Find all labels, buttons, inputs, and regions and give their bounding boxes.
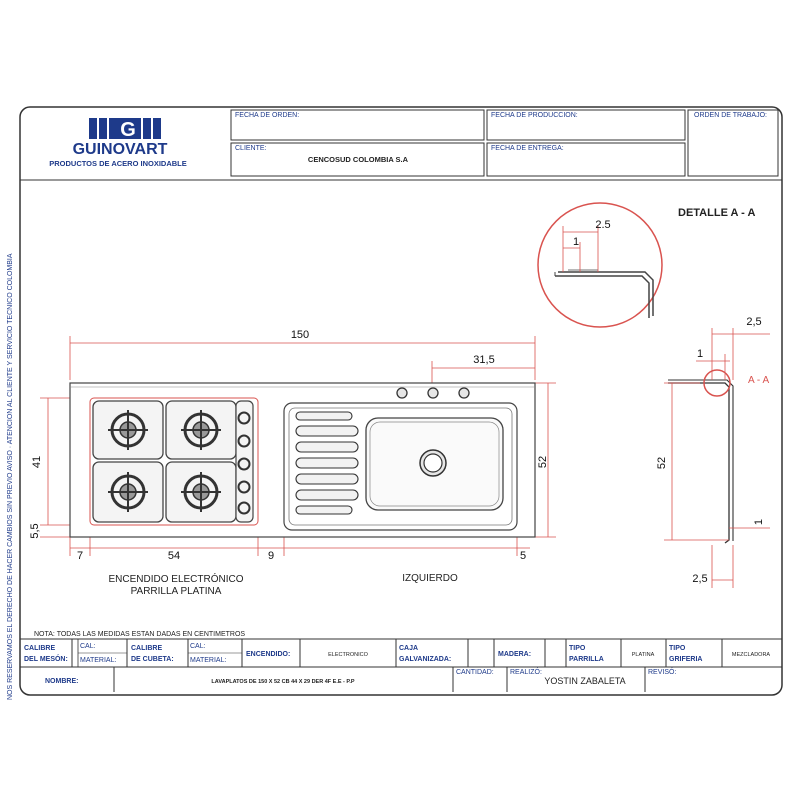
madera-label: MADERA:	[498, 651, 531, 658]
company-logo: G GUINOVART PRODUCTOS DE ACERO INOXIDABL…	[49, 118, 187, 168]
nombre-label: NOMBRE:	[45, 678, 78, 685]
caja-label-2: GALVANIZADA:	[399, 656, 451, 663]
tipo-parrilla-value: PLATINA	[632, 652, 655, 658]
tipo-parrilla-label-1: TIPO	[569, 645, 586, 652]
section-marker-label: A - A	[748, 375, 769, 386]
dim-right: 5	[520, 550, 526, 562]
fecha-orden-label: FECHA DE ORDEN:	[235, 112, 299, 119]
logo-text: GUINOVART	[73, 141, 168, 158]
fecha-orden-box	[230, 109, 485, 141]
label-izquierdo: IZQUIERDO	[402, 573, 458, 584]
side-note: NOS RESERVAMOS EL DERECHO DE HACER CAMBI…	[7, 253, 14, 700]
section-marker-circle	[703, 369, 731, 397]
fecha-produccion-label: FECHA DE PRODUCCION:	[491, 112, 578, 119]
cubeta-cal-label: CAL:	[190, 643, 206, 650]
footer-table	[20, 638, 782, 692]
control-knobs	[235, 400, 254, 523]
detail-title: DETALLE A - A	[678, 207, 755, 219]
cantidad-label: CANTIDAD:	[456, 669, 494, 676]
dim-faucet: 31,5	[473, 354, 494, 366]
caja-label-1: CAJA	[399, 645, 418, 652]
tipo-griferia-value: MEZCLADORA	[732, 652, 771, 658]
label-encendido-electronico: ENCENDIDO ELECTRÓNICO	[108, 572, 243, 585]
dim-bottom-edge: 5,5	[29, 523, 41, 538]
logo-subtitle: PRODUCTOS DE ACERO INOXIDABLE	[49, 159, 187, 168]
cliente-box	[230, 142, 485, 177]
nombre-value: LAVAPLATOS DE 150 X 52 CB 44 X 29 DER 4F…	[211, 679, 354, 685]
calibre-meson-label-1: CALIBRE	[24, 645, 55, 652]
plan-dimensions	[40, 336, 556, 556]
meson-cal-label: CAL:	[80, 643, 96, 650]
dim-total-width: 150	[291, 329, 309, 341]
sheet-frame	[19, 106, 783, 696]
dim-gap: 9	[268, 550, 274, 562]
calibre-cubeta-label-1: CALIBRE	[131, 645, 162, 652]
calibre-cubeta-label-2: DE CUBETA:	[131, 656, 174, 663]
cliente-value: CENCOSUD COLOMBIA S.A	[308, 155, 409, 164]
tipo-griferia-label-2: GRIFERIA	[669, 656, 702, 663]
burners	[108, 410, 221, 512]
section-profile	[668, 379, 734, 544]
dim-height-right: 52	[537, 456, 549, 468]
dim-left: 7	[77, 550, 83, 562]
section-dim-top: 2,5	[746, 316, 761, 328]
burner-top-right	[181, 410, 221, 450]
footer-note: NOTA: TODAS LAS MEDIDAS ESTAN DADAS EN C…	[34, 631, 245, 638]
logo-g-letter: G	[120, 119, 136, 141]
realizo-label: REALIZÓ:	[510, 667, 542, 676]
detail-dim-inner: 1	[573, 236, 579, 248]
detail-circle	[537, 202, 663, 328]
burner-bottom-right	[181, 472, 221, 512]
section-dim-height: 52	[656, 457, 668, 469]
encendido-value: ELECTRONICO	[328, 652, 368, 658]
meson-material-label: MATERIAL:	[80, 657, 116, 664]
calibre-meson-label-2: DEL MESÓN:	[24, 654, 68, 663]
encendido-label: ENCENDIDO:	[246, 651, 290, 658]
faucet-holes	[396, 387, 470, 399]
realizo-value: YOSTIN ZABALETA	[544, 676, 625, 686]
detail-dimensions	[562, 226, 599, 272]
burner-bottom-left	[108, 472, 148, 512]
dim-height-left: 41	[31, 456, 43, 468]
orden-trabajo-box	[687, 109, 779, 177]
section-dim-bottom-lip: 1	[753, 519, 765, 525]
burner-top-left	[108, 410, 148, 450]
fecha-entrega-label: FECHA DE ENTREGA:	[491, 145, 564, 152]
dim-stove: 54	[168, 550, 180, 562]
fecha-entrega-box	[486, 142, 686, 177]
orden-trabajo-label: ORDEN DE TRABAJO:	[694, 112, 767, 119]
cubeta-material-label: MATERIAL:	[190, 657, 226, 664]
detail-profile	[554, 269, 654, 318]
label-parrilla-platina: PARRILLA PLATINA	[131, 586, 222, 597]
detail-dim-outer: 2.5	[595, 219, 610, 231]
section-dim-bottom: 2,5	[692, 573, 707, 585]
fecha-produccion-box	[486, 109, 686, 141]
tipo-parrilla-label-2: PARRILLA	[569, 656, 604, 663]
section-dimensions	[664, 328, 770, 588]
section-dim-lip: 1	[697, 348, 703, 360]
cliente-label: CLIENTE:	[235, 145, 267, 152]
reviso-label: REVISÓ:	[648, 667, 676, 676]
tipo-griferia-label-1: TIPO	[669, 645, 686, 652]
sink-unit	[283, 402, 518, 531]
